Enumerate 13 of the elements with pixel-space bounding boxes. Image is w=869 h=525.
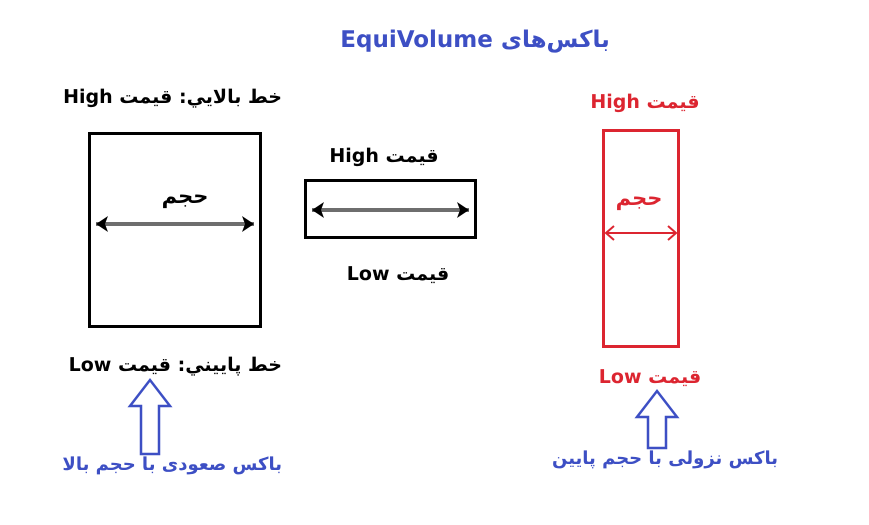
block-arrow [127, 378, 173, 456]
price-label: خط پاييني: قيمت Low [68, 354, 282, 378]
price-label: قیمت Low [598, 366, 702, 390]
box-caption: باکس صعودی با حجم بالا [62, 454, 282, 476]
price-label: قیمت High [590, 91, 700, 115]
price-label: خط بالايي: قيمت High [63, 86, 282, 110]
volume-label: حجم [616, 185, 662, 212]
volume-label: حجم [162, 183, 208, 210]
box-caption: باکس نزولی با حجم پایین [552, 448, 778, 470]
block-arrow [634, 388, 680, 450]
price-label: قيمت Low [346, 263, 450, 287]
title: باکس‌های EquiVolume [340, 26, 610, 55]
price-label: قيمت High [329, 145, 439, 169]
